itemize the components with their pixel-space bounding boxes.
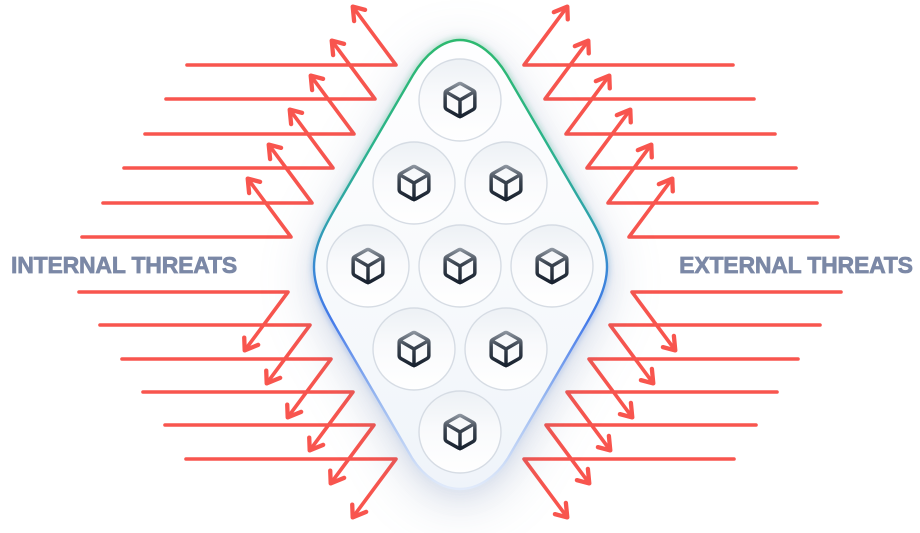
workload-node [418, 58, 502, 142]
workload-node [464, 141, 548, 225]
threat-arrow [630, 290, 843, 353]
threat-arrow [143, 73, 356, 136]
threat-arrow [522, 457, 736, 520]
threat-arrow [543, 38, 756, 101]
workload-node [418, 224, 502, 308]
threat-arrow [185, 4, 398, 67]
threat-arrows-layer [77, 4, 843, 520]
threat-arrow [522, 4, 735, 67]
threat-arrow [98, 323, 312, 386]
threat-arrow [184, 457, 398, 520]
threat-arrow [627, 176, 840, 239]
workload-node [326, 224, 410, 308]
threat-arrow [141, 390, 355, 453]
threat-arrow [565, 390, 779, 453]
threat-arrows-top-right [522, 4, 840, 239]
threat-arrow [608, 323, 822, 386]
threat-arrows-bottom-left [77, 290, 398, 520]
internal-threats-label: INTERNAL THREATS [11, 252, 238, 279]
threat-arrow [606, 142, 819, 205]
workload-node [418, 390, 502, 474]
threat-arrows-top-left [80, 4, 398, 239]
external-threats-label: EXTERNAL THREATS [679, 252, 914, 279]
threat-arrow [564, 73, 777, 136]
threat-arrow [585, 107, 798, 170]
protected-shield [310, 36, 611, 493]
threat-arrow [120, 357, 333, 420]
threat-arrow [101, 142, 314, 205]
threat-arrows-bottom-right [522, 290, 843, 520]
threat-arrow [163, 423, 376, 486]
workload-node [372, 141, 456, 225]
workload-nodes [326, 58, 594, 474]
workload-node [372, 307, 456, 391]
threat-arrow [77, 290, 290, 353]
threat-arrow [80, 176, 293, 239]
threat-arrow [544, 423, 758, 486]
threat-arrow [122, 107, 335, 170]
workload-node [510, 224, 594, 308]
workload-node [464, 307, 548, 391]
threat-arrow [164, 38, 377, 101]
threat-arrow [587, 357, 800, 420]
